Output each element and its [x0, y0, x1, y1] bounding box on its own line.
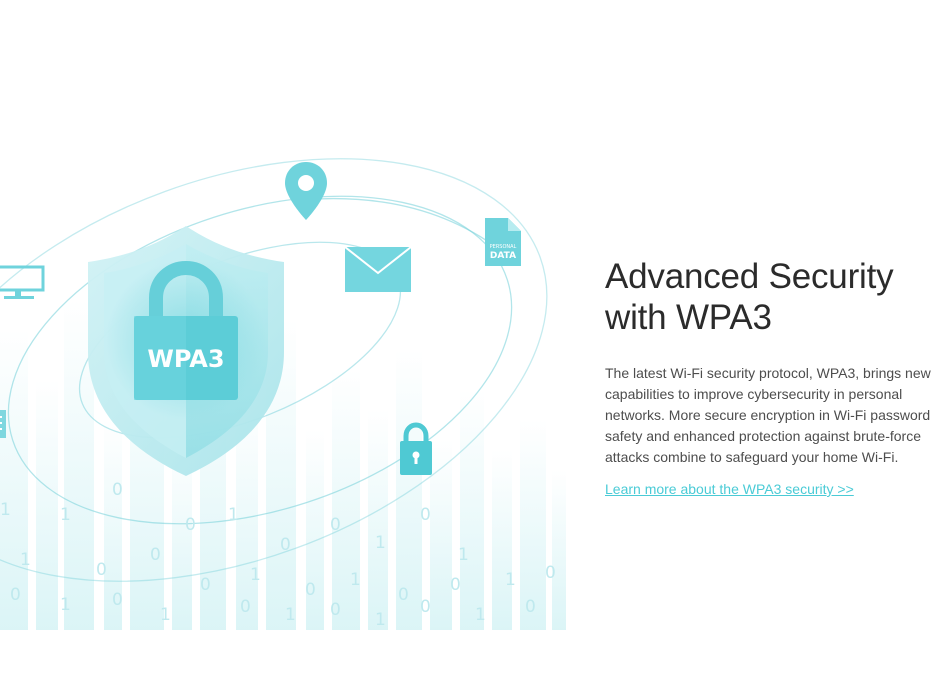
- location-pin-icon: [285, 162, 327, 220]
- binary-digit: 0: [10, 585, 21, 605]
- lock-label: WPA3: [147, 345, 224, 373]
- binary-digit: 0: [420, 597, 431, 617]
- section-description: The latest Wi-Fi security protocol, WPA3…: [605, 365, 931, 465]
- binary-digit: 0: [545, 563, 556, 583]
- binary-digit: 0: [185, 515, 196, 535]
- envelope-icon: [344, 246, 412, 292]
- section-title-line2: with WPA3: [605, 298, 772, 337]
- section-title-line1: Advanced Security: [605, 257, 894, 296]
- binary-digit: 0: [200, 575, 211, 595]
- monitor-icon: [0, 265, 45, 299]
- binary-digit: 1: [475, 605, 486, 625]
- binary-digit: 0: [240, 597, 251, 617]
- document-label-line1: PERSONAL: [490, 244, 517, 250]
- binary-digit: 1: [228, 505, 239, 525]
- binary-digit: 1: [60, 505, 71, 525]
- wpa3-illustration: 0 1 0 1 0 0 1 0 1 1 0 0 1 0 1 0 0 1 0 1: [0, 150, 570, 630]
- padlock-icon: [134, 260, 238, 400]
- binary-digit: 0: [150, 545, 161, 565]
- binary-digit: 1: [0, 500, 11, 520]
- binary-digit: 1: [160, 605, 171, 625]
- binary-digit: 0: [525, 597, 536, 617]
- small-padlock-icon: [400, 422, 432, 475]
- binary-digits: 0 1 0 1 0 0 1 0 1 1 0 0 1 0 1 0 0 1 0 1: [0, 480, 556, 630]
- binary-digit: 0: [280, 535, 291, 555]
- binary-digit: 1: [350, 570, 361, 590]
- binary-digit: 0: [112, 480, 123, 500]
- wpa3-section: Advanced Security with WPA3 The latest W…: [605, 256, 940, 499]
- binary-digit: 1: [505, 570, 516, 590]
- binary-digit: 1: [20, 550, 31, 570]
- binary-digit: 1: [458, 545, 469, 565]
- binary-digit: 1: [60, 595, 71, 615]
- binary-digit: 0: [420, 505, 431, 525]
- binary-digit: 0: [330, 600, 341, 620]
- binary-digit: 0: [450, 575, 461, 595]
- binary-digit: 0: [398, 585, 409, 605]
- binary-digit: 0: [112, 590, 123, 610]
- device-icon: [0, 410, 6, 438]
- binary-digit: 1: [375, 610, 386, 630]
- document-icon: PERSONAL DATA: [485, 218, 521, 266]
- binary-digit: 1: [375, 533, 386, 553]
- binary-digit: 1: [285, 605, 296, 625]
- binary-digit: 0: [305, 580, 316, 600]
- binary-digit: 0: [96, 560, 107, 580]
- learn-more-link[interactable]: Learn more about the WPA3 security >>: [605, 481, 854, 497]
- binary-digit: 1: [250, 565, 261, 585]
- binary-digit: 0: [330, 515, 341, 535]
- document-label-line2: DATA: [490, 251, 516, 261]
- section-title: Advanced Security with WPA3: [605, 256, 940, 338]
- background-bars: [0, 300, 566, 630]
